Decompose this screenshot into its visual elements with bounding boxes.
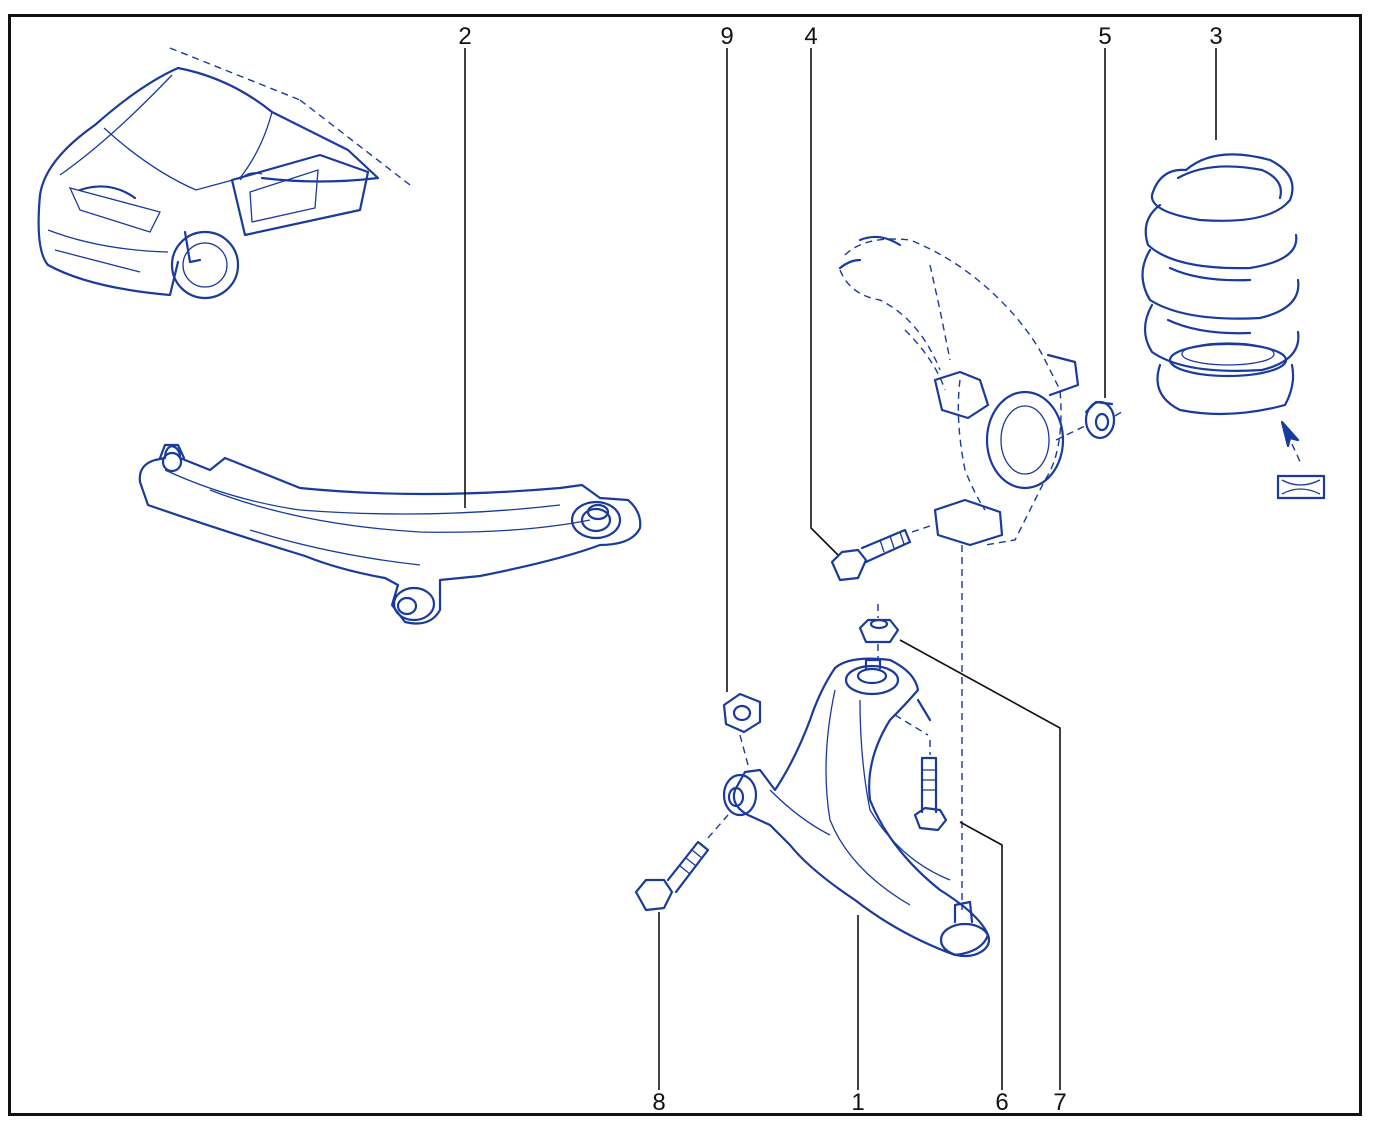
callout-8: 8 (652, 1089, 665, 1116)
transverse-arm (138, 443, 642, 625)
bolt-8 (634, 814, 729, 912)
callout-9: 9 (720, 23, 733, 50)
bolt-6 (894, 714, 948, 832)
nut-5 (1055, 400, 1126, 441)
bolt-4 (830, 525, 931, 582)
nut-7 (858, 604, 900, 660)
coil-spring (1141, 153, 1300, 416)
callout-4: 4 (804, 23, 817, 50)
leader-lines (464, 48, 1217, 1090)
vehicle-location-icon (37, 47, 411, 300)
nut-9 (722, 692, 762, 766)
callout-1: 1 (851, 1089, 864, 1116)
lubricate-symbol-icon (1276, 420, 1326, 500)
callout-6: 6 (995, 1089, 1008, 1116)
callout-5: 5 (1098, 23, 1111, 50)
lower-wishbone (722, 657, 991, 958)
stub-axle-carrier (838, 235, 1080, 547)
callout-2: 2 (458, 23, 471, 50)
diagram-frame (8, 14, 1362, 1116)
callout-7: 7 (1053, 1089, 1066, 1116)
callout-3: 3 (1209, 23, 1222, 50)
